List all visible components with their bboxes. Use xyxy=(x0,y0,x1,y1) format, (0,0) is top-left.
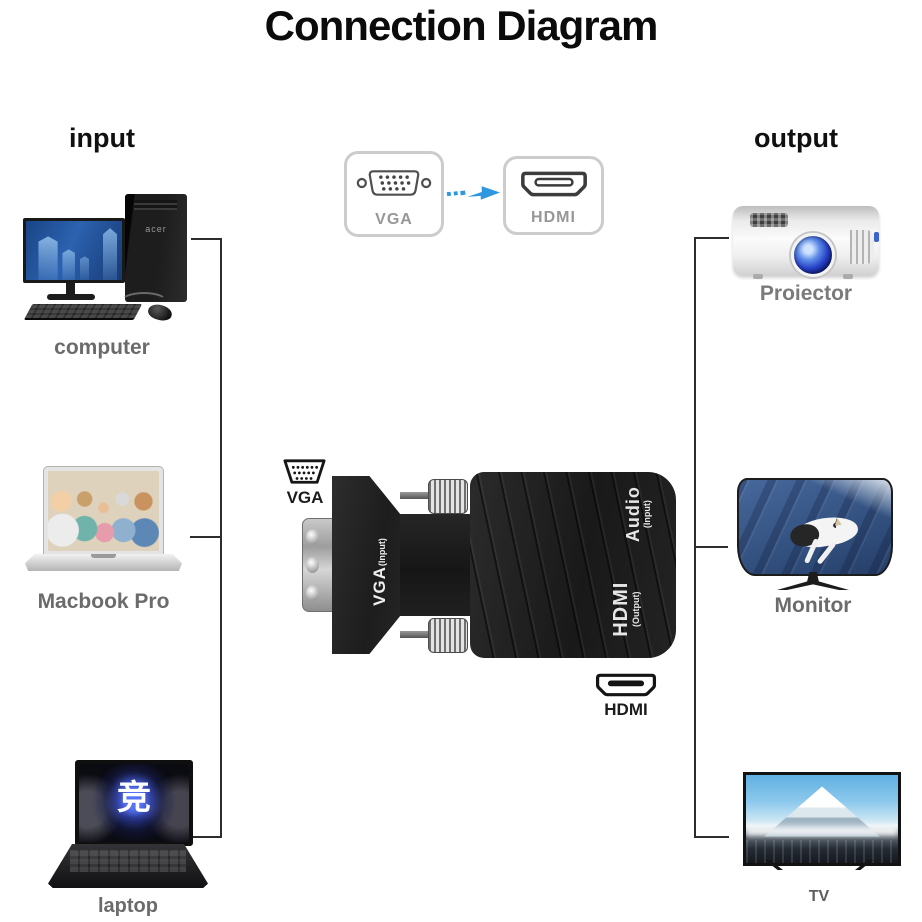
computer-mouse xyxy=(146,302,174,323)
adapter-vga-housing: VGA(Input) xyxy=(332,476,404,654)
computer-illustration: acer xyxy=(8,192,196,324)
hdmi-badge-label: HDMI xyxy=(531,209,576,226)
right-bracket-vertical-line xyxy=(694,237,696,838)
monitor-stand-neck xyxy=(807,572,819,582)
mountain-haze xyxy=(746,826,898,836)
left-bracket-vertical-line xyxy=(220,239,222,838)
hdmi-port-label: HDMI xyxy=(604,700,648,719)
computer-connector-line xyxy=(191,238,222,240)
wireframe-building xyxy=(38,236,58,280)
adapter-hdmi-out-label: HDMI (Output) xyxy=(609,581,641,637)
computer-monitor-base xyxy=(47,294,95,300)
laptop-keyboard xyxy=(70,850,186,872)
cat-image xyxy=(788,512,860,551)
computer-keyboard xyxy=(23,304,143,320)
tv-leg xyxy=(765,860,783,870)
wireframe-building xyxy=(62,249,75,280)
vga-connector-icon xyxy=(356,170,432,196)
adapter-grip-ridges xyxy=(470,472,676,658)
vga-badge-label: VGA xyxy=(375,211,413,228)
cat-head xyxy=(832,521,843,529)
vga-to-hdmi-adapter: VGA(Input) Audio (Input) HDMI (Output) xyxy=(302,470,676,660)
projector-foot xyxy=(843,274,853,279)
computer-label: computer xyxy=(54,336,150,359)
adapter-main-body: Audio (Input) HDMI (Output) xyxy=(470,472,676,658)
monitor-screen xyxy=(737,478,893,576)
projector-illustration xyxy=(733,206,879,279)
hdmi-port-icon xyxy=(595,671,657,699)
laptop-base xyxy=(48,844,208,888)
wireframe-building xyxy=(102,228,118,280)
tv-label: TV xyxy=(808,888,830,905)
thumbscrew-head xyxy=(428,618,468,653)
monitor-stand-legs xyxy=(777,581,849,590)
vga-source-badge: VGA xyxy=(344,151,444,237)
cat-ear xyxy=(834,517,842,525)
macbook-illustration xyxy=(25,466,182,582)
thumbscrew-head xyxy=(428,479,468,514)
thumbscrew-shaft xyxy=(400,631,432,638)
projector-label: Proiector xyxy=(759,282,853,305)
thumbscrew-shaft xyxy=(400,492,432,499)
projector-keypad xyxy=(750,213,788,227)
macbook-connector-line xyxy=(190,536,222,538)
projector-lens xyxy=(791,233,835,277)
monitor-label: Monitor xyxy=(774,594,852,617)
monitor-illustration xyxy=(737,478,893,590)
macbook-label: Macbook Pro xyxy=(37,590,170,613)
adapter-neck xyxy=(400,514,474,616)
vga-port-icon xyxy=(281,458,328,486)
computer-tower: acer xyxy=(125,194,187,302)
vga-port-label: VGA xyxy=(286,488,324,507)
adapter-audio-label: Audio (Input) xyxy=(622,486,652,543)
vga-pin xyxy=(306,557,319,573)
wireframe-building xyxy=(79,256,90,280)
page-title: Connection Diagram xyxy=(264,2,659,49)
output-column-header: output xyxy=(754,123,838,153)
hdmi-connector-icon xyxy=(520,171,587,197)
vga-pin xyxy=(306,529,319,545)
computer-monitor-neck xyxy=(66,283,75,294)
laptop-screen: 竞 xyxy=(75,760,193,846)
laptop-illustration: 竞 xyxy=(48,760,208,893)
hdmi-target-badge: HDMI xyxy=(503,156,604,235)
macbook-base xyxy=(25,554,182,571)
tv-connector-line xyxy=(696,836,729,838)
macbook-screen xyxy=(43,466,164,556)
macbook-screen-photo xyxy=(48,471,159,551)
projector-foot xyxy=(753,274,763,279)
input-column-header: input xyxy=(69,123,135,153)
adapter-vga-housing-label: VGA(Input) xyxy=(370,538,389,606)
laptop-connector-line xyxy=(192,836,222,838)
computer-monitor xyxy=(23,218,125,283)
tv-screen xyxy=(743,772,901,866)
projector-connector-line xyxy=(696,237,729,239)
vga-pin xyxy=(306,585,319,601)
monitor-connector-line xyxy=(696,546,728,548)
projector-accent xyxy=(874,232,879,242)
water-reflections xyxy=(746,840,898,863)
convert-arrow-icon xyxy=(446,180,502,204)
laptop-label: laptop xyxy=(98,895,158,917)
laptop-screen-glyph: 竞 xyxy=(117,779,151,817)
tv-illustration xyxy=(743,772,901,872)
computer-mouse-cord xyxy=(120,292,168,312)
projector-vents xyxy=(850,230,874,264)
computer-brand-logo: acer xyxy=(145,224,167,234)
